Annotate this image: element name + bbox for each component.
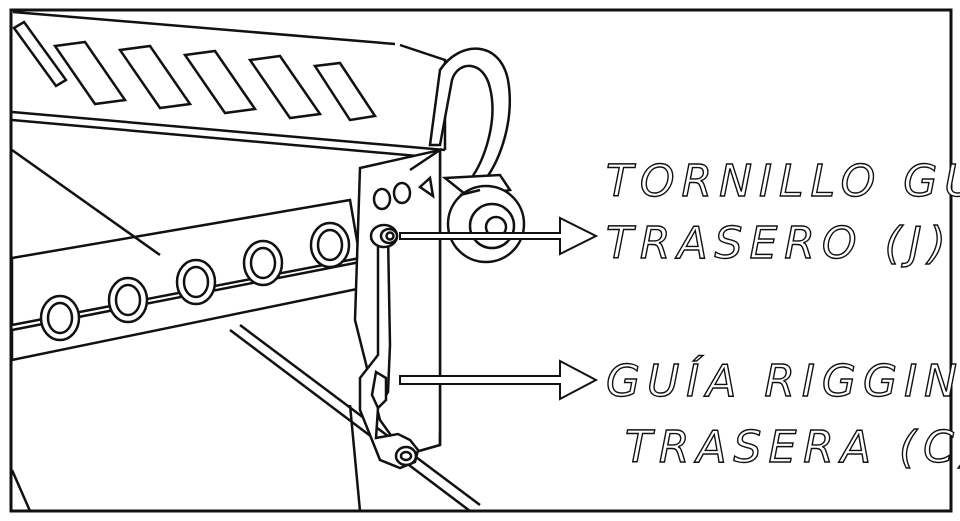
callout-bolt-j-line1: TORNILLO GUÍA bbox=[606, 154, 960, 207]
grille-slots bbox=[12, 20, 378, 122]
callout-guide-c-line2: TRASERA (C) bbox=[625, 422, 960, 473]
cabinet-lower-body bbox=[10, 148, 481, 512]
cabinet-grille-panel bbox=[11, 10, 447, 160]
lower-pin bbox=[394, 445, 418, 467]
eye-bolt bbox=[428, 47, 526, 264]
callout-guide-c-line1: GUÍA RIGGING bbox=[606, 354, 960, 407]
callout-arrows bbox=[399, 216, 599, 401]
plate-holes bbox=[372, 175, 435, 211]
bar-holes bbox=[39, 221, 351, 342]
arrow-bolt-j bbox=[399, 216, 599, 256]
callout-bolt-j-line2: TRASERO (J) bbox=[606, 218, 953, 269]
guide-bolt-j bbox=[369, 223, 399, 249]
arrow-guide-c bbox=[399, 359, 599, 401]
